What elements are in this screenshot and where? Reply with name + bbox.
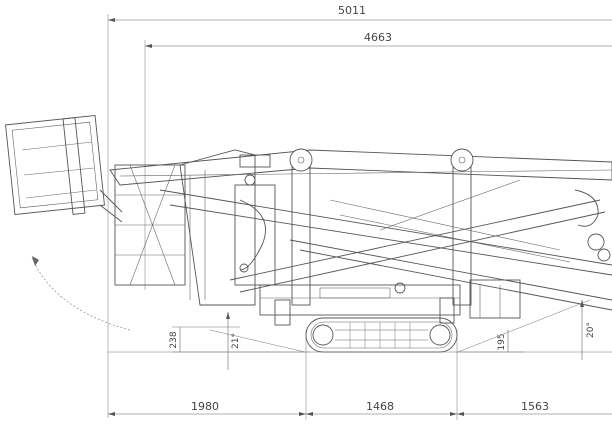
ground-clearance-right-label: 195 — [497, 333, 507, 350]
boom-assembly — [109, 149, 612, 311]
crawler-track — [305, 317, 458, 353]
rear-overhang-label: 1980 — [191, 400, 219, 413]
dimension-angle-left: 21° — [209, 312, 306, 370]
platform-basket — [5, 115, 123, 223]
angle-right-label: 20° — [586, 322, 596, 338]
outrigger-left — [289, 148, 313, 306]
dimension-angle-right: 20° — [457, 299, 596, 360]
angle-left-label: 21° — [231, 333, 241, 349]
basket-rotation-arc — [31, 256, 131, 331]
overall-length-label: 5011 — [338, 4, 366, 17]
dimension-bottom-chain: 1980 1468 1563 — [108, 330, 612, 420]
chassis — [259, 279, 521, 326]
boom-length-label: 4663 — [364, 31, 392, 44]
front-overhang-label: 1563 — [521, 400, 549, 413]
ground-clearance-left-label: 238 — [169, 331, 179, 348]
dimension-boom-length: 4663 — [144, 31, 612, 290]
track-length-label: 1468 — [366, 400, 394, 413]
turret — [179, 149, 276, 306]
dimension-ground-clearance-right: 195 — [455, 330, 525, 353]
outrigger-right — [450, 148, 474, 306]
dimension-overall-length: 5011 — [107, 4, 612, 418]
